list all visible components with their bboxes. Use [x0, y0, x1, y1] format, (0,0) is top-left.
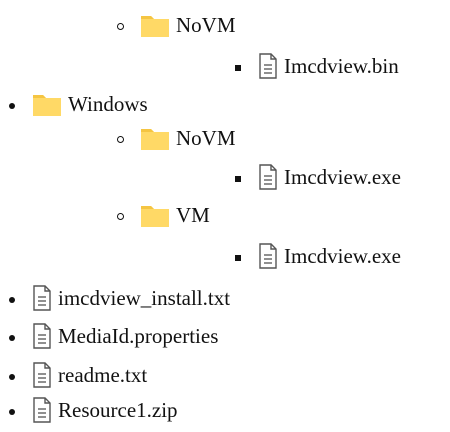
- tree-item-file-mediaid-properties[interactable]: MediaId.properties: [0, 320, 218, 352]
- tree-item-file-imcdview-exe-novm[interactable]: Imcdview.exe: [226, 161, 401, 193]
- tree-item-file-readme[interactable]: readme.txt: [0, 359, 147, 391]
- square-bullet: [226, 165, 250, 190]
- tree-item-file-imcdview-install[interactable]: imcdview_install.txt: [0, 282, 230, 314]
- file-icon: [32, 285, 52, 311]
- tree-item-file-resource1-zip[interactable]: Resource1.zip: [0, 394, 178, 426]
- file-icon: [32, 323, 52, 349]
- tree-item-label: MediaId.properties: [58, 323, 219, 348]
- tree-item-label: Imcdview.exe: [284, 164, 401, 189]
- file-icon: [258, 53, 278, 79]
- tree-item-label: Resource1.zip: [58, 397, 178, 422]
- folder-icon: [140, 202, 170, 228]
- folder-icon: [140, 12, 170, 38]
- tree-item-folder-novm-unix[interactable]: NoVM: [108, 9, 236, 41]
- disc-bullet: [0, 92, 24, 117]
- disc-bullet: [0, 398, 24, 423]
- folder-icon: [32, 91, 62, 117]
- tree-item-file-imcdview-exe-vm[interactable]: Imcdview.exe: [226, 240, 401, 272]
- tree-item-folder-vm[interactable]: VM: [108, 199, 210, 231]
- folder-icon: [140, 125, 170, 151]
- tree-item-label: readme.txt: [58, 362, 148, 387]
- disc-bullet: [0, 286, 24, 311]
- tree-item-folder-novm-windows[interactable]: NoVM: [108, 122, 236, 154]
- tree-item-label: Windows: [68, 91, 148, 116]
- tree-item-label: Imcdview.exe: [284, 243, 401, 268]
- square-bullet: [226, 54, 250, 79]
- circle-bullet: [108, 203, 132, 228]
- tree-item-folder-windows[interactable]: Windows: [0, 88, 148, 120]
- tree-item-label: imcdview_install.txt: [58, 285, 231, 310]
- file-icon: [258, 243, 278, 269]
- square-bullet: [226, 244, 250, 269]
- tree-item-label: VM: [176, 202, 210, 227]
- file-icon: [32, 397, 52, 423]
- tree-item-label: NoVM: [176, 12, 236, 37]
- tree-item-file-imcdview-bin[interactable]: Imcdview.bin: [226, 50, 399, 82]
- circle-bullet: [108, 13, 132, 38]
- tree-item-label: NoVM: [176, 125, 236, 150]
- tree-item-label: Imcdview.bin: [284, 53, 399, 78]
- circle-bullet: [108, 126, 132, 151]
- file-icon: [258, 164, 278, 190]
- disc-bullet: [0, 324, 24, 349]
- disc-bullet: [0, 363, 24, 388]
- file-icon: [32, 362, 52, 388]
